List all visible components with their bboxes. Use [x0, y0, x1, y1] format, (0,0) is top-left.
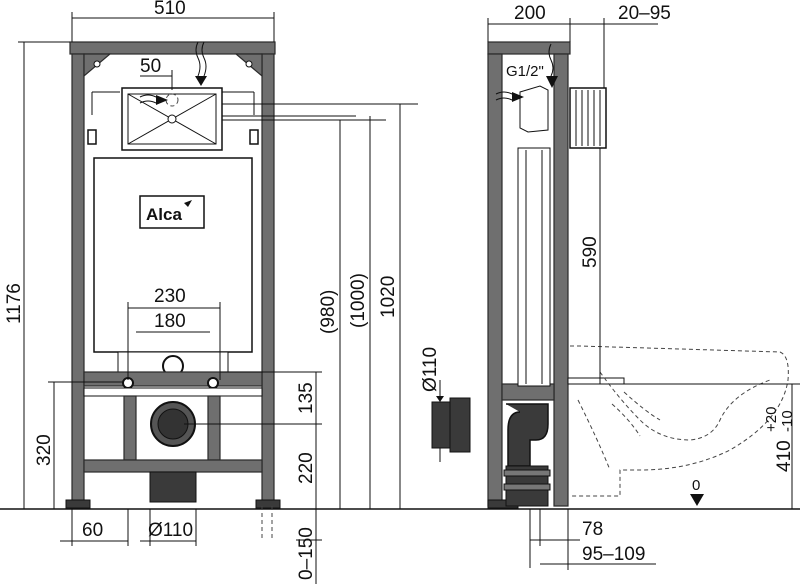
front-left-leg	[71, 53, 85, 505]
dim-20-95: 20–95	[618, 3, 671, 24]
adjustable-leg-dash	[261, 506, 273, 540]
drain-pipe-down	[149, 471, 197, 503]
dim-95-109: 95–109	[582, 544, 645, 565]
front-top-bar	[69, 41, 276, 55]
floor-zero-label: 0	[692, 477, 700, 494]
bowl-bolt-right	[207, 377, 219, 389]
height-dim-lines	[339, 104, 401, 509]
dim-510-line	[71, 12, 275, 42]
bowl-bolt-side	[567, 377, 625, 385]
dim-0-150: 0–150	[296, 527, 317, 580]
dim-60-line	[60, 509, 129, 546]
dim-980: (980)	[318, 290, 339, 334]
side-top-dim-lines	[487, 18, 658, 88]
dim-110-line	[140, 509, 197, 546]
pipe-coupling-flange	[449, 397, 471, 453]
dim-410-tol-minus: -10	[779, 410, 796, 432]
alca-logo-box	[139, 195, 205, 229]
dim-410: 410	[774, 440, 795, 472]
dim-1000: (1000)	[348, 273, 369, 328]
dim-410-line	[624, 383, 800, 509]
height-reference-lines	[222, 103, 418, 121]
front-inner-strut	[207, 395, 221, 461]
front-right-foot	[255, 499, 281, 509]
front-inner-strut	[123, 395, 137, 461]
arrow-right-icon	[156, 95, 168, 105]
dim-50: 50	[140, 56, 161, 77]
side-back-leg	[487, 53, 503, 507]
dim-410-tol-plus: +20	[763, 407, 780, 432]
dim-1176-line	[18, 41, 70, 509]
side-inlet-valve	[519, 85, 549, 133]
toilet-bowl-outline	[570, 345, 789, 497]
toilet-bowl-flush	[611, 391, 661, 437]
dim-220: 220	[296, 452, 317, 484]
front-mid-crossbar	[83, 371, 263, 387]
pipe-coupling-body	[431, 401, 451, 449]
front-view: Alca 510 50 1176 320 230 180 (980) (	[4, 0, 418, 584]
front-bottom-crossbar	[83, 459, 263, 473]
floor-level-marker-icon	[690, 494, 704, 506]
dim-230-line	[127, 302, 221, 380]
dim-1176: 1176	[4, 283, 25, 324]
side-bottom-dim-lines	[529, 509, 656, 570]
dim-320: 320	[34, 434, 55, 466]
pipe-ribs	[575, 90, 601, 146]
dim-135-220-lines	[184, 371, 322, 509]
front-lower-plate	[83, 387, 263, 397]
dim-230: 230	[154, 286, 186, 307]
dim-510: 510	[154, 0, 186, 19]
dim-50-line	[140, 70, 173, 90]
side-pipe-diameter: Ø110	[420, 347, 441, 392]
dim-pipe-110: Ø110	[148, 520, 193, 541]
side-cistern	[517, 147, 551, 387]
alca-logo: Alca	[146, 205, 182, 224]
toilet-bowl-back	[577, 399, 611, 471]
front-left-foot	[65, 499, 91, 509]
cistern-clip	[249, 129, 259, 145]
dim-1020: 1020	[378, 276, 399, 318]
arrow-right-icon	[512, 92, 524, 102]
side-top-bar	[487, 41, 571, 55]
bracket-bolt-icon	[245, 60, 253, 68]
drain-elbow	[506, 403, 549, 467]
bird-logo-icon	[184, 200, 192, 207]
water-inlet-wave-icon	[548, 43, 554, 77]
water-wave-icon	[139, 94, 157, 104]
bracket-bolt-icon	[93, 60, 101, 68]
dim-0-150-line	[296, 509, 322, 584]
dim-200: 200	[514, 3, 546, 24]
dim-60: 60	[82, 520, 103, 541]
dim-135: 135	[296, 382, 317, 414]
cistern-body	[93, 157, 253, 353]
water-wave-icon	[495, 91, 513, 101]
side-cistern-inner	[525, 150, 543, 384]
arrow-down-icon	[436, 396, 444, 402]
inlet-size: G1/2"	[506, 63, 544, 80]
side-view: G1/2" Ø110 200 20–95 590 410 +20	[420, 3, 800, 570]
front-right-leg	[261, 53, 275, 505]
dim-180: 180	[154, 311, 186, 332]
drain-pipe-inner	[157, 408, 189, 440]
side-front-leg	[553, 53, 569, 507]
cistern-clip	[87, 129, 97, 145]
water-inlet-wave-icon	[195, 41, 207, 77]
toilet-bowl-inner	[599, 371, 771, 441]
dim-320-line	[48, 381, 124, 509]
arrow-down-icon	[546, 76, 558, 88]
dim-78: 78	[582, 519, 603, 540]
arrow-down-icon	[195, 76, 207, 86]
dim-590: 590	[580, 236, 601, 268]
